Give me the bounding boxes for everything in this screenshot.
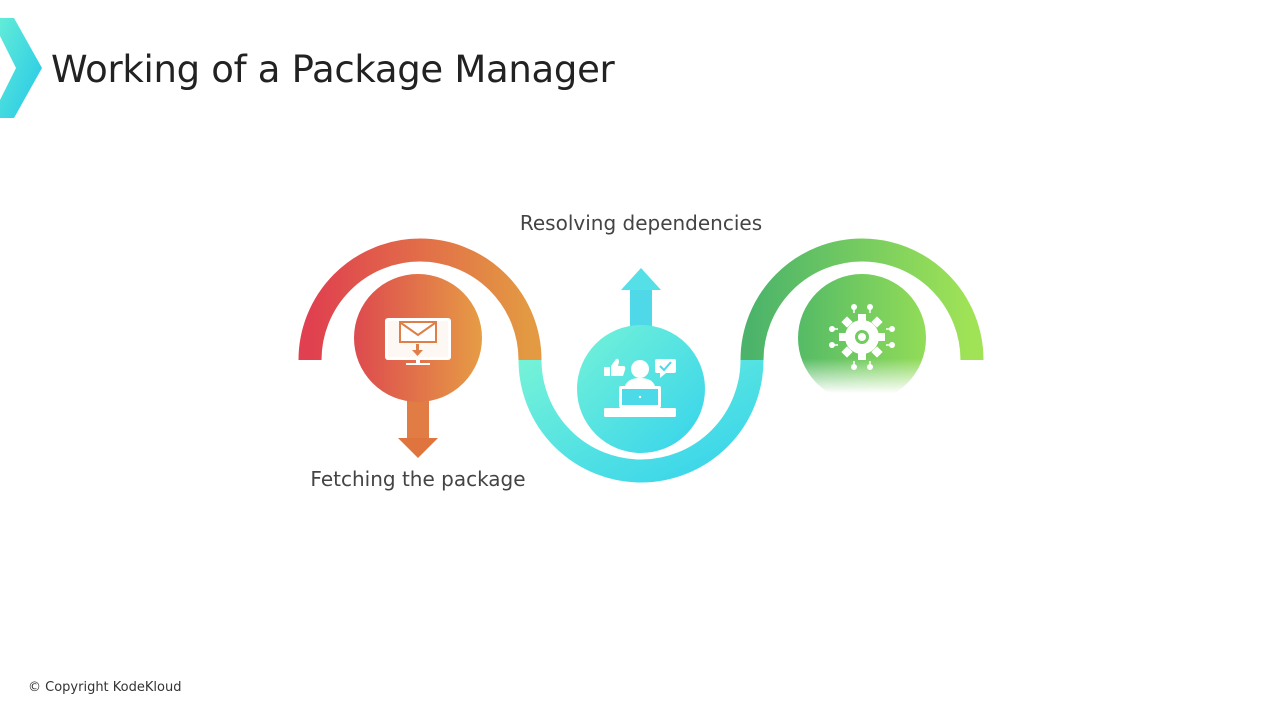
step2-arrow-head (621, 268, 661, 290)
download-monitor-icon (385, 318, 451, 365)
step1-arrow-head (398, 438, 438, 458)
step1-label: Fetching the package (310, 467, 526, 491)
step1-arc (298, 238, 542, 361)
step2-label: Resolving dependencies (519, 211, 763, 235)
gear-network-icon (829, 304, 895, 370)
person-laptop-feedback-icon (604, 358, 676, 417)
step1-arrow-stem (407, 395, 429, 440)
corner-accent-shape (0, 18, 42, 118)
step2-arrow-stem (630, 288, 652, 330)
page-title: Working of a Package Manager (51, 48, 615, 91)
step2-arc (518, 359, 764, 483)
copyright-notice: © Copyright KodeKloud (28, 680, 182, 695)
step3-arc (740, 238, 984, 361)
